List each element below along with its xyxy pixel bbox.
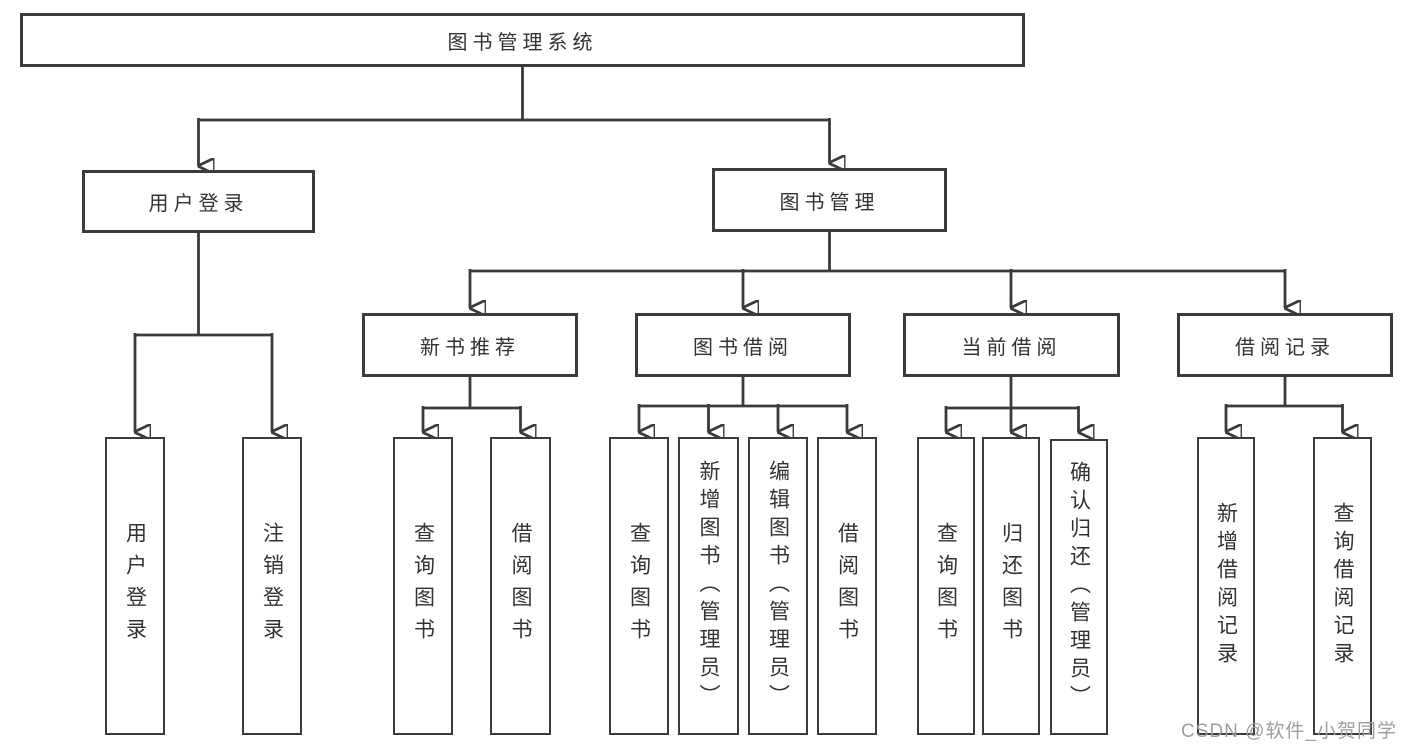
leaf-borrow-book-1-label: 借阅图书 — [509, 522, 532, 650]
leaf-user-login: 用户登录 — [105, 437, 165, 735]
leaf-logout-label: 注销登录 — [260, 522, 284, 650]
leaf-add-book-admin-label: 新增图书（管理员） — [697, 460, 720, 712]
leaf-query-borrow-record-label: 查询借阅记录 — [1331, 502, 1354, 670]
node-root: 图书管理系统 — [20, 13, 1025, 67]
leaf-query-book-3: 查询图书 — [917, 437, 975, 735]
leaf-add-borrow-record: 新增借阅记录 — [1197, 437, 1255, 735]
node-user-login-label: 用户登录 — [148, 193, 249, 215]
node-new-book-recommend: 新书推荐 — [362, 313, 578, 377]
leaf-query-book-2-label: 查询图书 — [627, 522, 651, 650]
leaf-add-book-admin: 新增图书（管理员） — [678, 437, 739, 735]
leaf-user-login-label: 用户登录 — [123, 522, 147, 650]
leaf-borrow-book-2-label: 借阅图书 — [835, 522, 859, 650]
leaf-edit-book-admin-label: 编辑图书（管理员） — [766, 460, 790, 712]
leaf-return-book: 归还图书 — [982, 437, 1040, 735]
leaf-query-book-1-label: 查询图书 — [411, 522, 435, 650]
node-root-label: 图书管理系统 — [447, 31, 598, 54]
leaf-logout: 注销登录 — [242, 437, 302, 735]
leaf-borrow-book-1: 借阅图书 — [490, 437, 551, 735]
leaf-confirm-return-admin: 确认归还（管理员） — [1050, 439, 1108, 735]
leaf-edit-book-admin: 编辑图书（管理员） — [748, 437, 808, 735]
leaf-add-borrow-record-label: 新增借阅记录 — [1214, 502, 1238, 670]
leaf-query-book-3-label: 查询图书 — [934, 522, 958, 650]
leaf-query-borrow-record: 查询借阅记录 — [1313, 437, 1372, 735]
node-current-borrow-label: 当前借阅 — [961, 336, 1062, 359]
leaf-confirm-return-admin-label: 确认归还（管理员） — [1067, 461, 1091, 713]
node-current-borrow: 当前借阅 — [903, 313, 1120, 377]
node-borrow-record-label: 借阅记录 — [1235, 336, 1335, 359]
leaf-borrow-book-2: 借阅图书 — [817, 437, 877, 735]
node-book-management-label: 图书管理 — [779, 191, 880, 214]
leaf-query-book-2: 查询图书 — [609, 437, 669, 735]
leaf-return-book-label: 归还图书 — [999, 522, 1023, 650]
node-new-book-recommend-label: 新书推荐 — [420, 336, 520, 359]
node-book-management: 图书管理 — [712, 168, 947, 232]
node-book-borrow-label: 图书借阅 — [693, 336, 793, 359]
leaf-query-book-1: 查询图书 — [393, 437, 453, 735]
node-book-borrow: 图书借阅 — [635, 313, 851, 377]
node-user-login: 用户登录 — [82, 170, 315, 233]
watermark: CSDN @软件_小贺同学 — [1181, 721, 1397, 742]
node-borrow-record: 借阅记录 — [1177, 313, 1393, 377]
